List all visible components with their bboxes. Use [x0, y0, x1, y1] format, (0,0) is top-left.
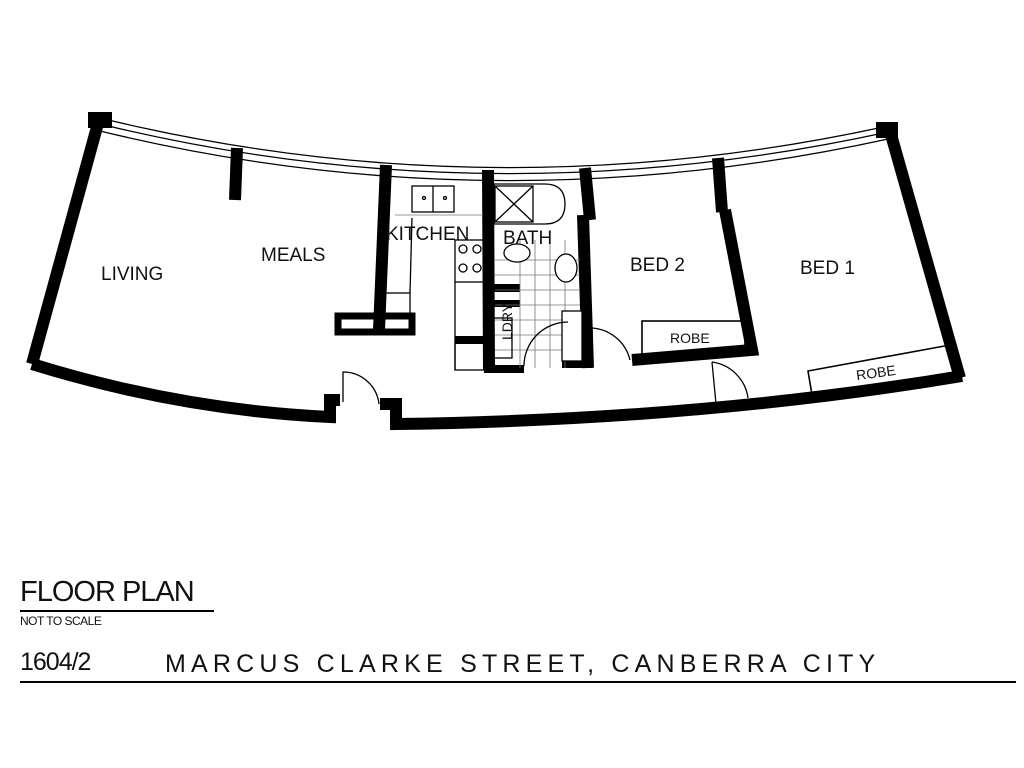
fridge-icon — [377, 292, 411, 334]
robe-label-bed2: ROBE — [670, 330, 710, 346]
toilet-icon — [503, 243, 531, 263]
scale-note: NOT TO SCALE — [20, 614, 102, 628]
bed1-door[interactable] — [711, 361, 749, 399]
interior-walls — [229, 147, 760, 373]
room-label-bath: BATH — [503, 228, 552, 249]
address-underline — [20, 681, 1016, 683]
room-label-bed2: BED 2 — [630, 255, 685, 276]
entry-door[interactable] — [342, 371, 380, 405]
shower-icon — [493, 183, 566, 225]
door-swing — [523, 321, 569, 367]
basin-icon — [554, 253, 578, 283]
exterior-walls — [26, 112, 966, 431]
robe-label-bed1: ROBE — [855, 362, 897, 383]
title-underline — [20, 610, 214, 612]
street-address: MARCUS CLARKE STREET, CANBERRA CITY — [165, 650, 881, 678]
doors — [342, 327, 749, 405]
room-label-laundry: LDRY — [499, 302, 515, 340]
bath-fixtures — [491, 183, 583, 368]
plan-title: FLOOR PLAN — [20, 576, 195, 608]
kitchen-fixtures — [377, 185, 486, 371]
room-label-living: LIVING — [101, 264, 163, 285]
robe-bed2 — [641, 320, 746, 356]
room-label-meals: MEALS — [261, 245, 325, 266]
cooktop-icon — [454, 239, 486, 283]
bed2-door[interactable] — [591, 327, 631, 361]
robe-bed1 — [807, 344, 960, 396]
room-label-kitchen: KITCHEN — [386, 224, 469, 245]
laundry-tub-icon — [491, 317, 513, 359]
room-label-bed1: BED 1 — [800, 258, 855, 279]
unit-number: 1604/2 — [20, 648, 91, 676]
